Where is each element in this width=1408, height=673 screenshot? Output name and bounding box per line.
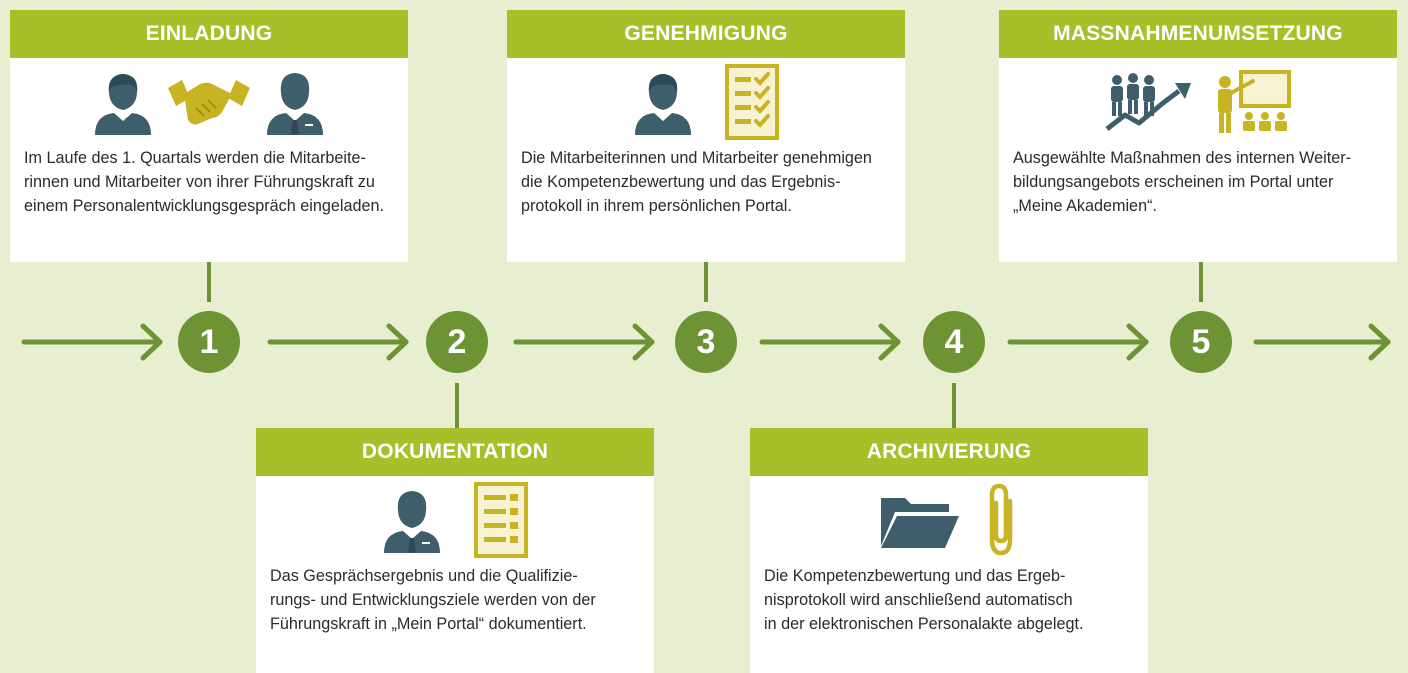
card-text-line: Die Mitarbeiterinnen und Mitarbeiter gen… [521, 149, 872, 167]
card-description: Die Kompetenzbewertung und das Ergeb- ni… [750, 564, 1148, 636]
step-3: 3 [675, 311, 737, 373]
card-icons [750, 476, 1148, 564]
card-text-line: „Meine Akademien“. [1013, 197, 1157, 215]
checklist-icon [725, 64, 779, 140]
step-4: 4 [923, 311, 985, 373]
card-description: Die Mitarbeiterinnen und Mitarbeiter gen… [507, 146, 905, 218]
connector-2 [455, 383, 459, 428]
growth-team-icon [1105, 73, 1191, 131]
connector-1 [207, 262, 211, 302]
card-archivierung: ARCHIVIERUNG Die Kompetenzbewertung und … [750, 428, 1148, 673]
step-1: 1 [178, 311, 240, 373]
card-text-line: protokoll in ihrem persönlichen Portal. [521, 197, 792, 215]
document-list-icon [474, 482, 528, 558]
card-genehmigung: GENEHMIGUNG Die Mitarbeiterinnen und Mi [507, 10, 905, 262]
timeline-arrowhead [140, 323, 163, 361]
card-massnahmenumsetzung: MASSNAHMENUMSETZUNG [999, 10, 1397, 262]
timeline-arrowhead [1126, 323, 1149, 361]
card-icons [999, 58, 1397, 146]
card-dokumentation: DOKUMENTATION Das Gesprächsergebnis und … [256, 428, 654, 673]
businessman-icon [267, 73, 323, 135]
step-5: 5 [1170, 311, 1232, 373]
card-icons [10, 58, 408, 146]
card-text-line: Im Laufe des 1. Quartals werden die Mita… [24, 149, 366, 167]
paperclip-icon [989, 483, 1013, 556]
card-icons [507, 58, 905, 146]
person-icon [635, 74, 691, 135]
card-description: Das Gesprächsergebnis und die Qualifizie… [256, 564, 654, 636]
card-text-line: Die Kompetenzbewertung und das Ergeb- [764, 567, 1066, 585]
step-2: 2 [426, 311, 488, 373]
card-title: ARCHIVIERUNG [750, 428, 1148, 476]
card-einladung: EINLADUNG Im Laufe des 1. Quartals we [10, 10, 408, 262]
presentation-icon [1218, 70, 1291, 133]
card-title: GENEHMIGUNG [507, 10, 905, 58]
businessman-icon [384, 491, 440, 553]
card-description: Ausgewählte Maßnahmen des internen Weite… [999, 146, 1397, 218]
timeline-arrowhead [1368, 323, 1391, 361]
folder-icon [881, 498, 959, 548]
timeline-arrowhead [386, 323, 409, 361]
card-text-line: Das Gesprächsergebnis und die Qualifizie… [270, 567, 578, 585]
timeline-arrowhead [632, 323, 655, 361]
card-text-line: rinnen und Mitarbeiter von ihrer Führung… [24, 173, 375, 191]
card-text-line: bildungsangebots erscheinen im Portal un… [1013, 173, 1334, 191]
card-text-line: einem Personalentwicklungsgespräch einge… [24, 197, 384, 215]
connector-5 [1199, 262, 1203, 302]
connector-4 [952, 383, 956, 428]
person-icon [95, 74, 151, 135]
card-title: DOKUMENTATION [256, 428, 654, 476]
card-text-line: die Kompetenzbewertung und das Ergebnis- [521, 173, 841, 191]
timeline-arrowhead [878, 323, 901, 361]
connector-3 [704, 262, 708, 302]
card-text-line: Ausgewählte Maßnahmen des internen Weite… [1013, 149, 1352, 167]
handshake-icon [168, 80, 250, 125]
card-description: Im Laufe des 1. Quartals werden die Mita… [10, 146, 408, 218]
card-title: MASSNAHMENUMSETZUNG [999, 10, 1397, 58]
card-text-line: Führungskraft in „Mein Portal“ dokumenti… [270, 615, 587, 633]
card-title: EINLADUNG [10, 10, 408, 58]
card-text-line: nisprotokoll wird anschließend automatis… [764, 591, 1073, 609]
card-text-line: in der elektronischen Personalakte abgel… [764, 615, 1084, 633]
card-text-line: rungs- und Entwicklungsziele werden von … [270, 591, 596, 609]
card-icons [256, 476, 654, 564]
